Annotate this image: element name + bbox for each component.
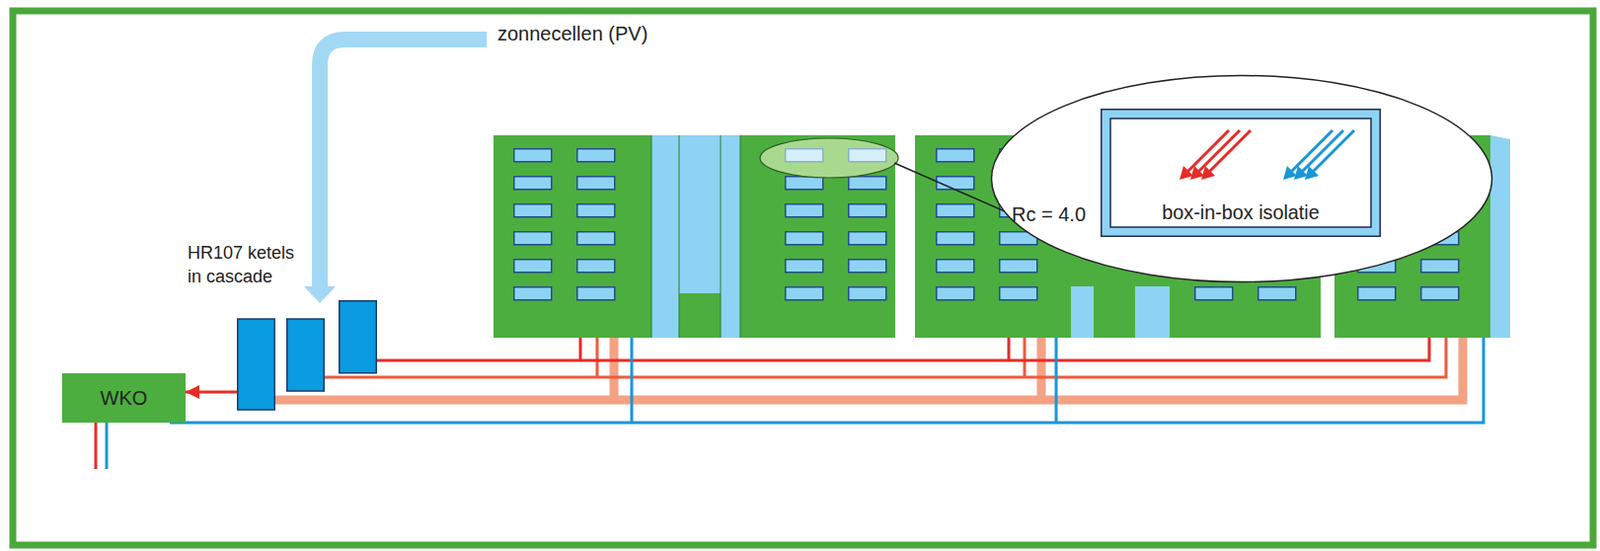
pv-arrow	[319, 39, 487, 287]
rc-value: Rc = 4.0	[1011, 202, 1086, 227]
heat-arrow-head	[1201, 165, 1216, 180]
callout-outline	[991, 76, 1493, 283]
pv-highlight	[760, 138, 899, 178]
heat-arrow	[1185, 130, 1229, 174]
insulation-box: box-in-box isolatie	[1100, 108, 1381, 237]
arrow-head	[185, 384, 200, 399]
callout-ellipse: box-in-box isolatie Rc = 4.0	[990, 74, 1494, 284]
wko-fill	[62, 373, 186, 423]
heat-arrow	[1207, 130, 1251, 174]
cold-arrow	[1310, 130, 1355, 174]
pv-arrow-head	[304, 286, 336, 304]
cold-arrow-head	[1304, 165, 1319, 180]
cold-arrow	[1289, 130, 1333, 174]
boiler-label: HR107 ketels in cascade	[187, 240, 305, 289]
heat-arrow	[1196, 130, 1240, 174]
cold-arrow	[1299, 130, 1344, 174]
boiler	[339, 301, 378, 374]
boiler	[287, 318, 325, 391]
wko-label: WKO	[62, 385, 186, 410]
insulation-label: box-in-box isolatie	[1100, 199, 1381, 226]
frame	[12, 10, 1594, 545]
node-shape	[236, 300, 378, 411]
wko-box: WKO	[62, 373, 186, 423]
boiler	[237, 318, 276, 410]
pv-label: zonnecellen (PV)	[497, 21, 648, 46]
insulation-outer	[1101, 109, 1381, 237]
leader-line	[894, 162, 1005, 212]
boiler-cascade: HR107 ketels in cascade	[236, 300, 378, 411]
